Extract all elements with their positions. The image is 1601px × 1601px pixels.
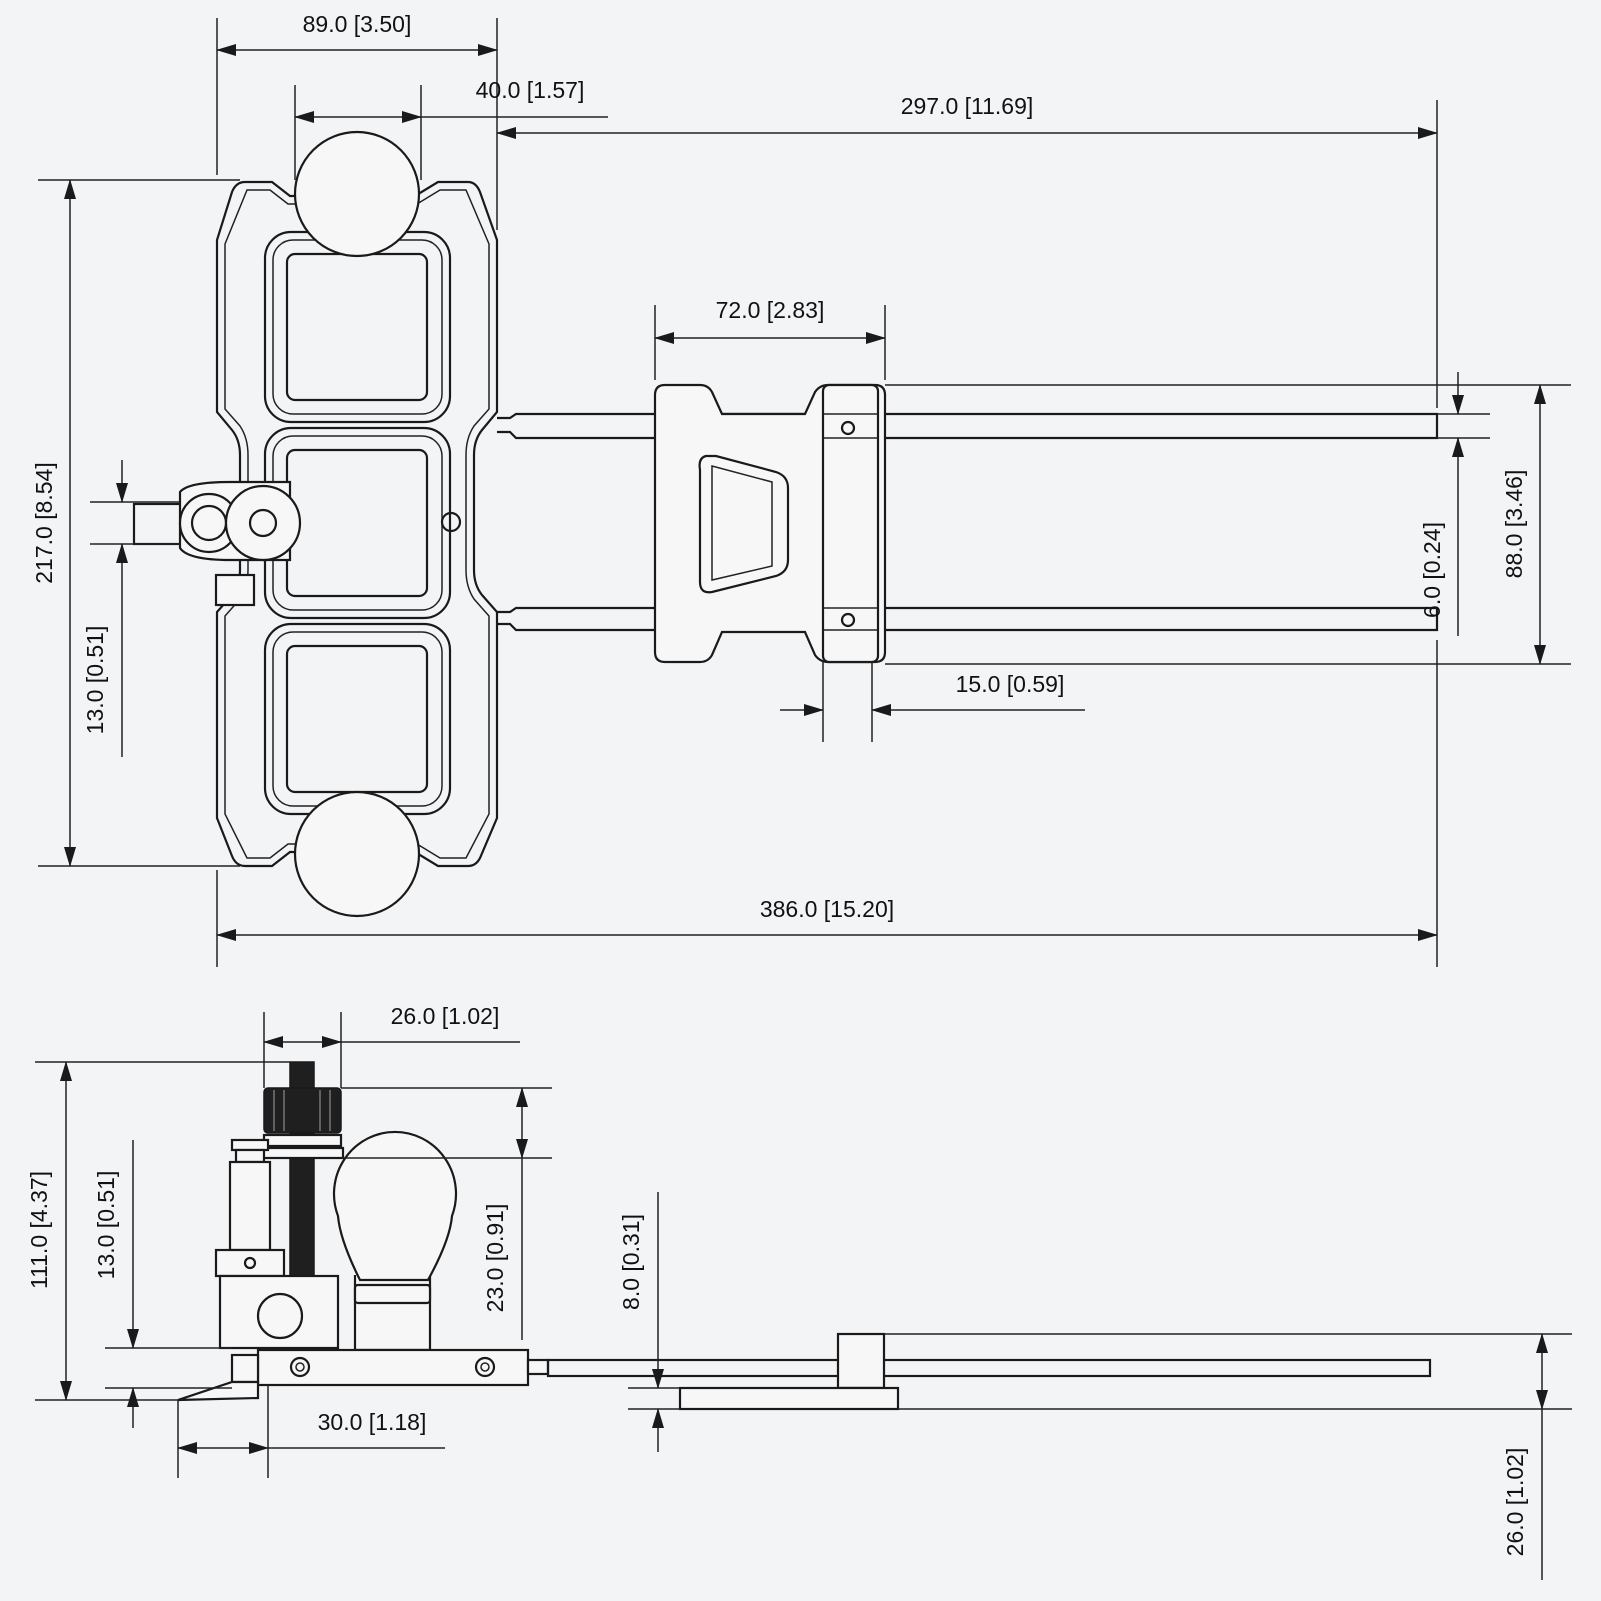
dim-label-height-217: 217.0 [8.54] [31, 462, 57, 584]
plate-window-top [263, 230, 452, 424]
dim-total-386: 386.0 [15.20] [216, 640, 1438, 967]
ball-mount-top [293, 130, 421, 258]
mount-plate-inner [224, 189, 490, 859]
rod-clamp [653, 383, 887, 664]
dim-rod-6: 6.0 [0.24] [1419, 372, 1490, 636]
dim-label-rod-297: 297.0 [11.69] [901, 93, 1034, 119]
dim-lip-30: 30.0 [1.18] [177, 1385, 445, 1478]
knurled-knob [260, 1087, 345, 1160]
dim-ball-40: 40.0 [1.57] [294, 77, 608, 180]
dim-gap-8: 8.0 [0.31] [618, 1192, 680, 1452]
dim-label-ball-40: 40.0 [1.57] [476, 77, 585, 103]
dim-label-knob-23: 23.0 [0.91] [482, 1204, 508, 1313]
support-post [214, 1138, 286, 1278]
plate-hole [440, 511, 462, 533]
dim-block-15: 15.0 [0.59] [780, 662, 1085, 742]
side-knob-assembly [132, 480, 302, 607]
rod-upper [497, 412, 1439, 440]
dim-plate-13: 13.0 [0.51] [93, 1140, 232, 1428]
dim-label-knob-13: 13.0 [0.51] [82, 626, 108, 735]
plate-window-bottom [263, 622, 452, 816]
dim-label-plate-13: 13.0 [0.51] [93, 1171, 119, 1280]
ball-mount-bottom [293, 790, 421, 918]
dim-height-111: 111.0 [4.37] [26, 1061, 290, 1401]
dim-width-89: 89.0 [3.50] [216, 11, 498, 230]
dim-knob-23: 23.0 [0.91] [341, 1087, 552, 1340]
dim-label-total-386: 386.0 [15.20] [760, 896, 894, 922]
dim-label-clamp-72: 72.0 [2.83] [716, 297, 825, 323]
top-view: 89.0 [3.50] 40.0 [1.57] 297.0 [11.69] 72… [31, 11, 1571, 967]
dim-rod-297: 297.0 [11.69] [496, 93, 1438, 408]
dim-clamp-72: 72.0 [2.83] [654, 297, 886, 380]
dim-height-217: 217.0 [8.54] [31, 179, 240, 867]
dim-rod-26: 26.0 [1.02] [884, 1333, 1572, 1580]
side-rod [546, 1332, 1432, 1411]
mount-plate-outline [215, 180, 499, 868]
dim-knob-13: 13.0 [0.51] [82, 460, 180, 757]
base-block [218, 1274, 340, 1350]
dim-label-rod-6: 6.0 [0.24] [1419, 522, 1445, 618]
dim-knob-26: 26.0 [1.02] [263, 1003, 520, 1088]
dim-label-lip-30: 30.0 [1.18] [318, 1409, 427, 1435]
dim-label-width-89: 89.0 [3.50] [303, 11, 412, 37]
rod-lower [497, 606, 1439, 632]
ball-mount-side [332, 1130, 458, 1352]
side-plate [177, 1348, 550, 1402]
dim-label-rod-26: 26.0 [1.02] [1502, 1448, 1528, 1557]
dim-label-gap-8: 8.0 [0.31] [618, 1214, 644, 1310]
dim-label-height-111: 111.0 [4.37] [26, 1171, 52, 1289]
side-view: 26.0 [1.02] 111.0 [4.37] 13.0 [0.51] 23.… [26, 1003, 1572, 1580]
dim-label-spacing-88: 88.0 [3.46] [1501, 470, 1527, 579]
dim-label-knob-26: 26.0 [1.02] [391, 1003, 500, 1029]
dim-label-block-15: 15.0 [0.59] [956, 671, 1065, 697]
dim-spacing-88: 88.0 [3.46] [885, 384, 1571, 665]
